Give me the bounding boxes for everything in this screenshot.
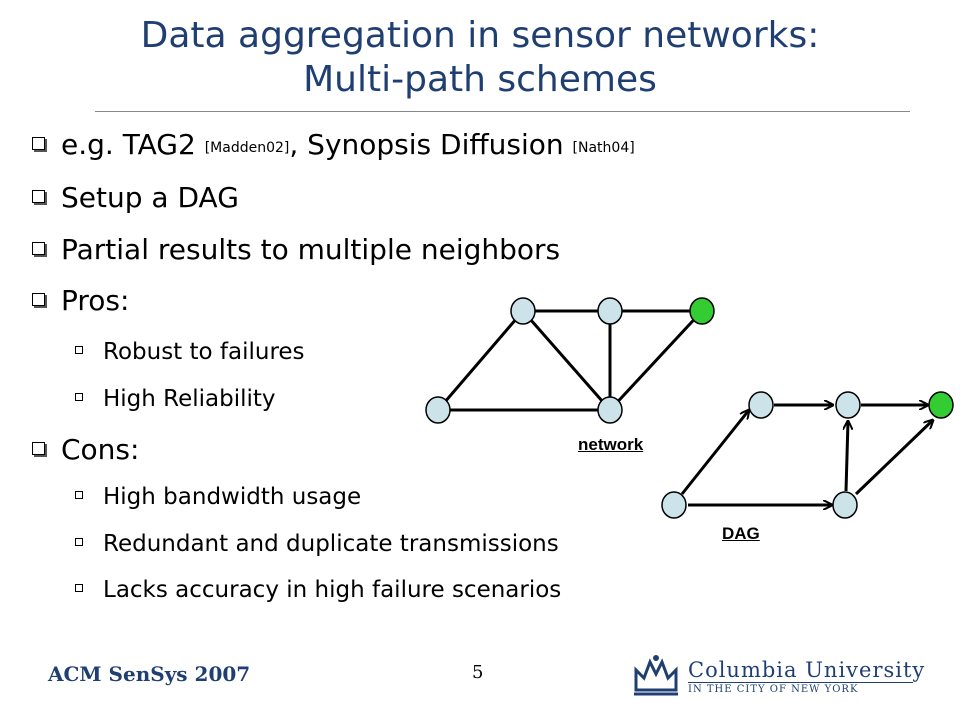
dag-node (832, 491, 858, 519)
title-line-1: Data aggregation in sensor networks: (140, 15, 820, 56)
cons-item: Redundant and duplicate transmissions (75, 529, 559, 559)
bullet-box-icon (32, 293, 45, 306)
network-graph (425, 297, 715, 424)
dag-node (661, 491, 687, 519)
bullet-cons: Cons: (32, 433, 139, 467)
network-edge (521, 310, 612, 411)
crown-icon (634, 655, 678, 696)
network-label: network (578, 435, 644, 454)
network-node (597, 396, 623, 424)
dag-edge (680, 410, 749, 495)
sub-bullet-icon (75, 584, 83, 592)
bullet-pros: Pros: (32, 284, 129, 318)
columbia-logo: Columbia University IN THE CITY OF NEW Y… (630, 652, 924, 700)
dag-edge (846, 421, 848, 492)
page-number: 5 (472, 662, 484, 683)
logo-city: IN THE CITY OF NEW YORK (688, 684, 859, 695)
title-divider (95, 111, 910, 112)
dag-sink-node (928, 391, 954, 419)
dag-edge (854, 420, 933, 496)
bullet-box-icon (32, 137, 45, 150)
bullet-box-icon (32, 442, 45, 455)
sub-bullet-icon (75, 346, 83, 354)
network-node (425, 396, 451, 424)
dag-node (748, 391, 774, 419)
network-node (510, 297, 536, 325)
network-node (597, 297, 623, 325)
pros-item: High Reliability (75, 384, 276, 414)
dag-graph (661, 391, 954, 519)
dag-node (835, 391, 861, 419)
bullet-examples: e.g. TAG2 [Madden02], Synopsis Diffusion… (32, 128, 635, 165)
cons-item: High bandwidth usage (75, 482, 361, 512)
sub-bullet-icon (75, 393, 83, 401)
bullet-setup-dag: Setup a DAG (32, 181, 239, 215)
slide-title: Data aggregation in sensor networks: Mul… (0, 14, 960, 102)
logo-university-name: Columbia University (688, 658, 926, 682)
bullet-partial-results: Partial results to multiple neighbors (32, 233, 560, 267)
logo-divider (688, 682, 913, 683)
bullet-box-icon (32, 190, 45, 203)
sink-node (689, 297, 715, 325)
citation-madden: [Madden02] (204, 140, 290, 156)
network-edge (436, 310, 525, 411)
sub-bullet-icon (75, 491, 83, 499)
dag-label: DAG (722, 524, 760, 543)
pros-item: Robust to failures (75, 337, 305, 367)
cons-item: Lacks accuracy in high failure scenarios (75, 575, 561, 605)
conference-footer: ACM SenSys 2007 (48, 662, 251, 686)
sub-bullet-icon (75, 538, 83, 546)
network-edge (608, 309, 704, 412)
bullet-box-icon (32, 242, 45, 255)
citation-nath: [Nath04] (572, 140, 635, 156)
title-line-2: Multi-path schemes (303, 59, 657, 100)
